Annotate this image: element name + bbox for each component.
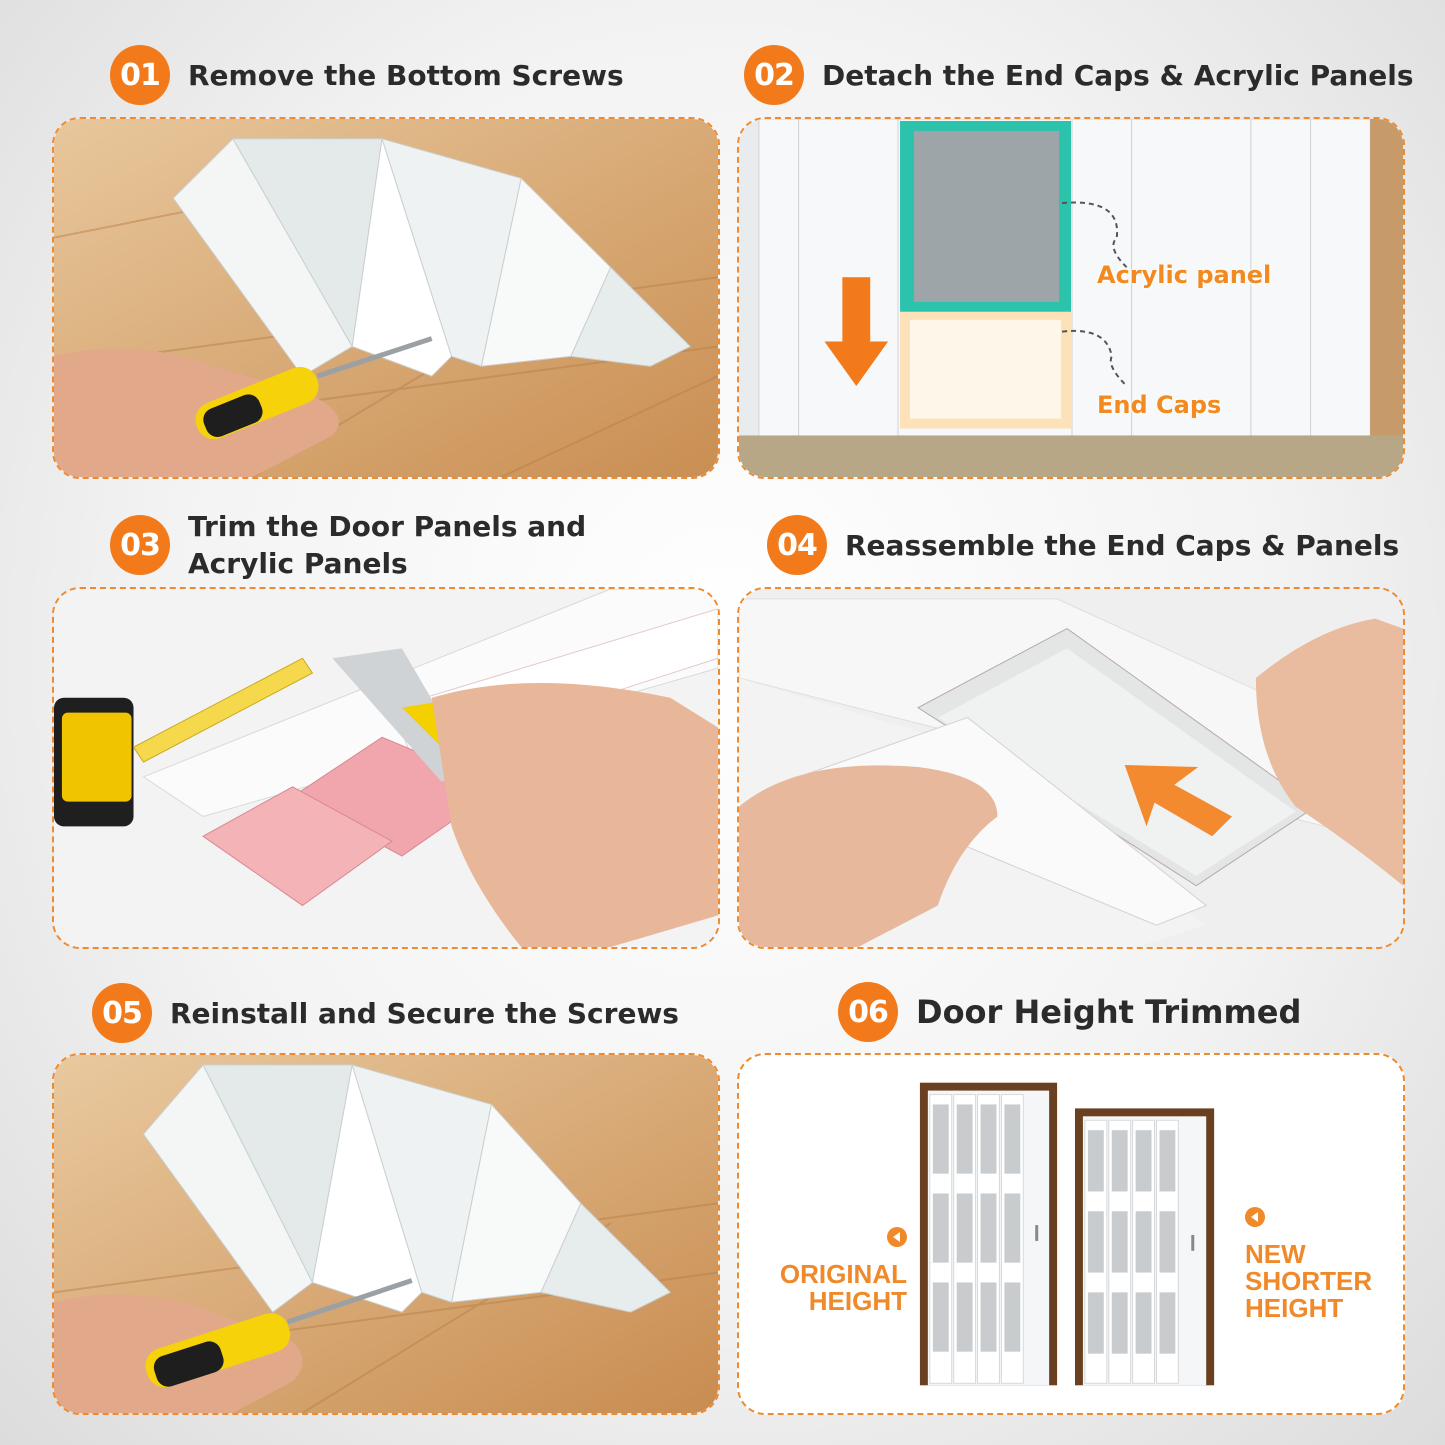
step-1-badge: 01 <box>110 45 170 105</box>
step-6-diagram: ORIGINAL HEIGHT NEW SHORTER HEIGHT <box>737 1053 1405 1415</box>
step-3-title: Trim the Door Panels and Acrylic Panels <box>188 510 587 580</box>
step-4-badge: 04 <box>767 515 827 575</box>
shorter-door <box>1074 1108 1215 1386</box>
step-4-title: Reassemble the End Caps & Panels <box>845 528 1400 562</box>
step-1-photo <box>52 117 720 479</box>
new-height-marker-icon <box>1245 1207 1265 1227</box>
step-3-header: 03 Trim the Door Panels and Acrylic Pane… <box>110 508 586 582</box>
step-4-header: 04 Reassemble the End Caps & Panels <box>767 515 1399 575</box>
step-5-header: 05 Reinstall and Secure the Screws <box>92 983 679 1043</box>
step-5-photo <box>52 1053 720 1415</box>
original-height-label: ORIGINAL HEIGHT <box>779 1259 907 1316</box>
step-6-badge: 06 <box>838 982 898 1042</box>
original-height-marker-icon <box>887 1227 907 1247</box>
step-4-photo <box>737 587 1405 949</box>
step-2-header: 02 Detach the End Caps & Acrylic Panels <box>744 45 1414 105</box>
original-door <box>919 1082 1058 1386</box>
end-caps-label: End Caps <box>1097 391 1222 419</box>
step-5-title: Reinstall and Secure the Screws <box>170 996 679 1030</box>
step-2-badge: 02 <box>744 45 804 105</box>
step-1-header: 01 Remove the Bottom Screws <box>110 45 624 105</box>
step-3-photo <box>52 587 720 949</box>
step-5-badge: 05 <box>92 983 152 1043</box>
step-2-title: Detach the End Caps & Acrylic Panels <box>822 58 1414 92</box>
new-height-label: NEW SHORTER HEIGHT <box>1245 1239 1373 1323</box>
step-1-title: Remove the Bottom Screws <box>188 58 624 92</box>
acrylic-panel-label: Acrylic panel <box>1097 261 1272 289</box>
step-3-badge: 03 <box>110 515 170 575</box>
step-2-photo: Acrylic panel End Caps <box>737 117 1405 479</box>
step-6-title: Door Height Trimmed <box>916 992 1302 1031</box>
step-6-header: 06 Door Height Trimmed <box>838 982 1301 1042</box>
